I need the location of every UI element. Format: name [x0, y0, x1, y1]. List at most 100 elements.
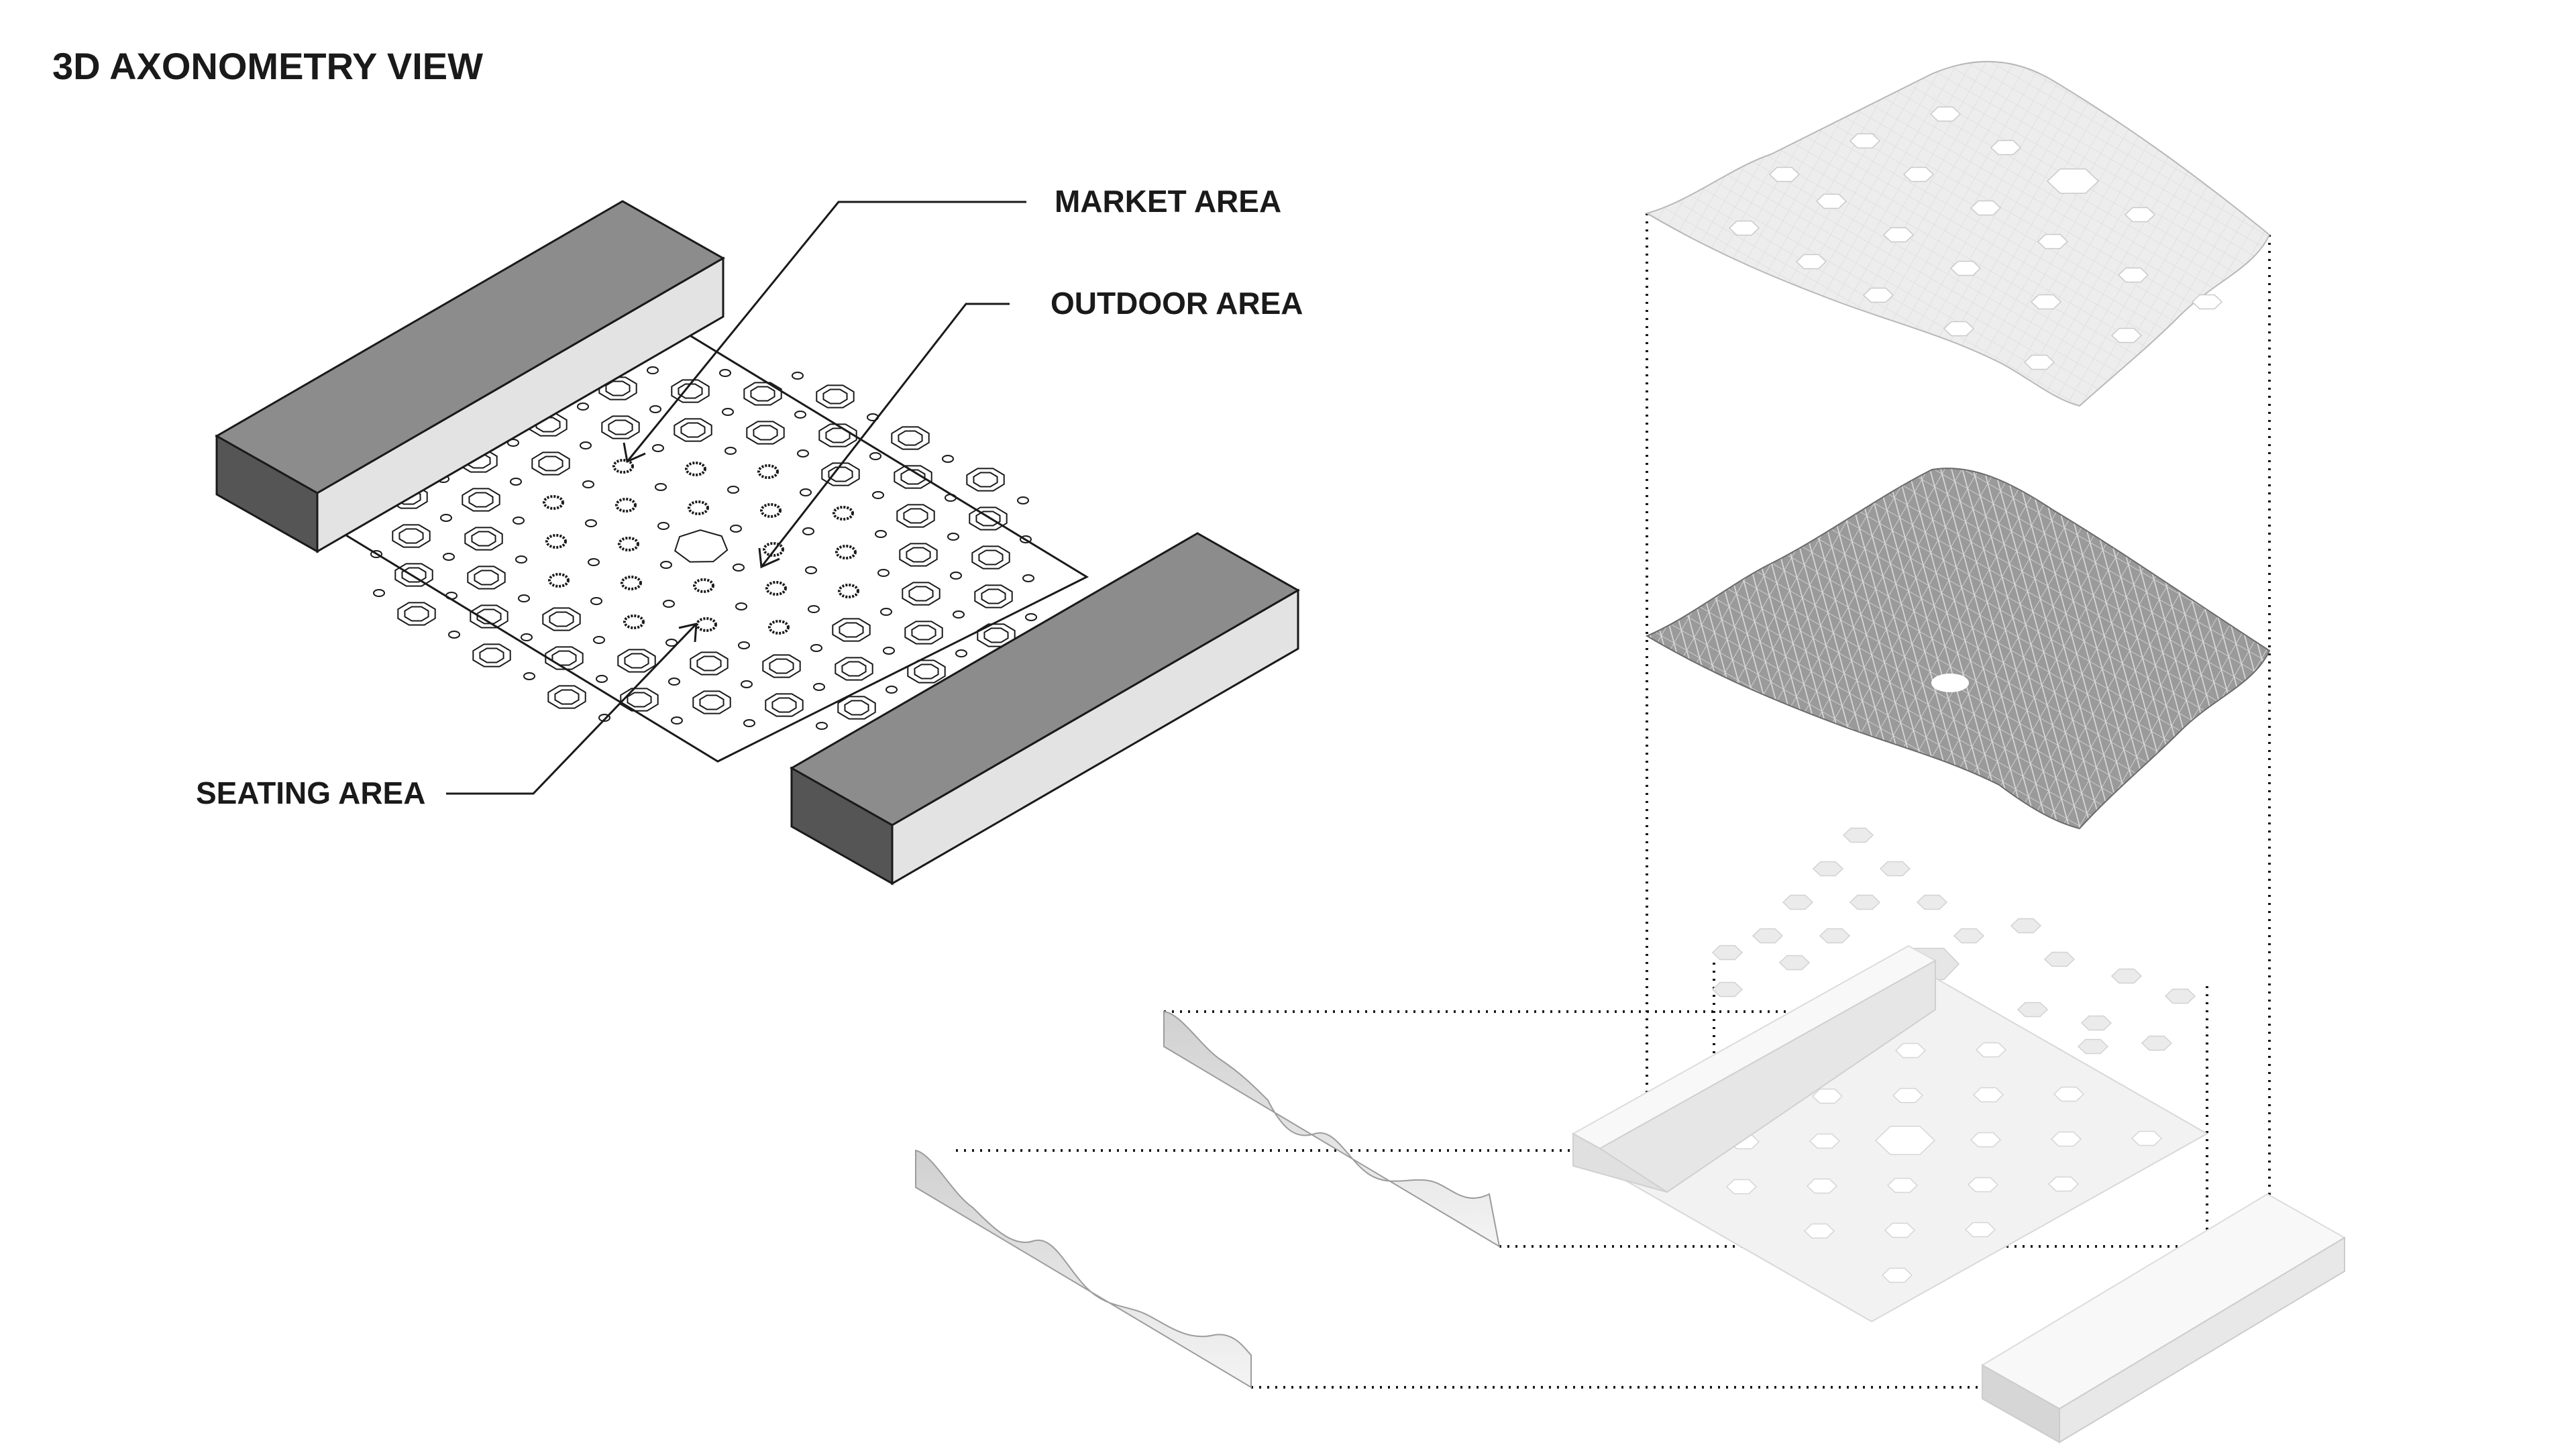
canopy-top-layer — [1645, 60, 2271, 407]
base-hole — [1972, 1087, 2004, 1103]
canopy-hole — [1768, 166, 1801, 182]
canopy-hole — [1902, 166, 1935, 182]
ground-pattern-mark — [1020, 535, 1032, 543]
ground-pattern-mark — [618, 537, 639, 551]
base-hole — [1964, 1222, 1996, 1238]
base-hole — [1809, 1133, 1841, 1149]
ground-pattern-mark — [596, 675, 608, 683]
ground-pattern-mark — [401, 567, 427, 583]
ground-pattern-mark — [973, 472, 998, 488]
ground-pattern-mark — [743, 719, 755, 727]
ground-pattern-mark — [404, 606, 429, 622]
canopy-hole — [1795, 254, 1827, 270]
ground-pattern-mark — [877, 569, 890, 577]
ground-pattern-mark — [577, 402, 589, 411]
ground-pattern-mark — [507, 439, 519, 447]
canopy-top-holes — [1728, 106, 2223, 370]
ground-pattern-mark — [479, 647, 504, 663]
hex-tile — [1778, 955, 1811, 971]
base-plate — [1571, 945, 2346, 1444]
canopy-hole — [2191, 294, 2223, 310]
base-hole — [2131, 1130, 2163, 1146]
label-seating-area: SEATING AREA — [196, 775, 425, 810]
hex-tile — [2110, 968, 2143, 984]
ground-pattern-mark — [769, 658, 794, 674]
ground-pattern-mark — [869, 452, 881, 460]
ground-pattern-mark — [835, 545, 857, 559]
canopy-hole — [2030, 294, 2062, 310]
ground-pattern-mark — [471, 531, 496, 547]
canopy-hole — [1943, 321, 1975, 337]
ground-pattern-mark — [685, 462, 706, 476]
ground-pattern-mark — [730, 525, 742, 533]
canopy-hole — [2110, 327, 2143, 343]
ground-pattern-mark — [800, 488, 812, 496]
ground-pattern-mark — [733, 564, 745, 572]
ground-pattern-mark — [760, 503, 782, 518]
ground-pattern-mark — [554, 689, 580, 705]
ground-pattern-mark — [510, 478, 522, 486]
ground-pattern-mark — [908, 586, 934, 602]
ground-pattern-mark — [474, 570, 499, 586]
ground-pattern-mark — [955, 649, 967, 657]
canopy-hole — [2046, 168, 2100, 194]
ground-pattern-mark — [660, 561, 672, 569]
hex-tile — [2141, 1035, 2173, 1051]
canopy-hole — [1882, 227, 1915, 243]
ground-pattern-mark — [549, 611, 574, 627]
canopy-hole — [1970, 200, 2002, 216]
ground-pattern-mark — [696, 655, 722, 672]
ground-pattern-mark — [585, 519, 597, 527]
ground-pattern-mark — [903, 508, 928, 524]
hex-tile — [2010, 918, 2042, 934]
ground-pattern-mark — [727, 486, 739, 494]
ground-pattern-mark — [883, 647, 895, 655]
ground-pattern-mark — [828, 466, 853, 482]
ground-pattern-mark — [978, 549, 1004, 566]
hex-tile — [1782, 894, 1814, 910]
base-hole — [1803, 1223, 1835, 1239]
ground-pattern-mark — [521, 633, 533, 641]
ground-pattern-mark — [875, 530, 887, 538]
canopy-hole — [2037, 233, 2069, 250]
ground-pattern-mark — [440, 514, 452, 522]
ground-pattern-mark — [816, 722, 828, 730]
ground-pattern-mark — [665, 639, 678, 647]
ground-pattern-mark — [448, 631, 460, 639]
ground-pattern-mark — [593, 636, 605, 644]
hex-tile — [1953, 928, 1985, 944]
ground-pattern-mark — [580, 441, 592, 449]
ground-pattern-mark — [738, 641, 750, 649]
hex-tile — [1752, 928, 1784, 944]
ground-pattern-mark — [805, 566, 817, 574]
canopy-hole — [1728, 220, 1760, 236]
callout-seating-area: SEATING AREA — [196, 623, 698, 810]
ground-pattern-mark — [741, 680, 753, 688]
building-block-right — [789, 532, 1301, 885]
base-hole — [1881, 1267, 1913, 1283]
ground-pattern-mark — [942, 455, 954, 463]
ground-pattern-mark — [950, 572, 962, 580]
ground-pattern-mark — [719, 369, 731, 377]
ground-pattern-mark — [722, 408, 734, 416]
ground-pattern-mark — [833, 506, 854, 521]
base-hole — [1874, 1126, 1936, 1155]
canopy-hole — [1862, 287, 1894, 303]
ground-pattern-mark — [1017, 496, 1029, 504]
hex-tile — [1711, 945, 1743, 961]
ground-pattern-mark — [398, 528, 424, 544]
ground-pattern-mark — [765, 581, 787, 596]
callout-outdoor-area: OUTDOOR AREA — [758, 286, 1303, 569]
hex-tile — [1819, 928, 1851, 944]
ground-pattern-mark — [468, 492, 494, 508]
hex-tile — [2077, 1038, 2109, 1055]
ground-pattern-mark — [797, 449, 809, 458]
hex-tile — [1711, 981, 1743, 998]
canopy-hole — [2124, 207, 2156, 223]
ground-pattern-mark — [911, 625, 936, 641]
ground-pattern-mark — [750, 386, 775, 402]
diagram-title: 3D AXONOMETRY VIEW — [52, 45, 483, 87]
hex-tile — [1812, 861, 1844, 877]
hex-tile — [2080, 1015, 2112, 1031]
hex-tile — [1842, 827, 1874, 843]
